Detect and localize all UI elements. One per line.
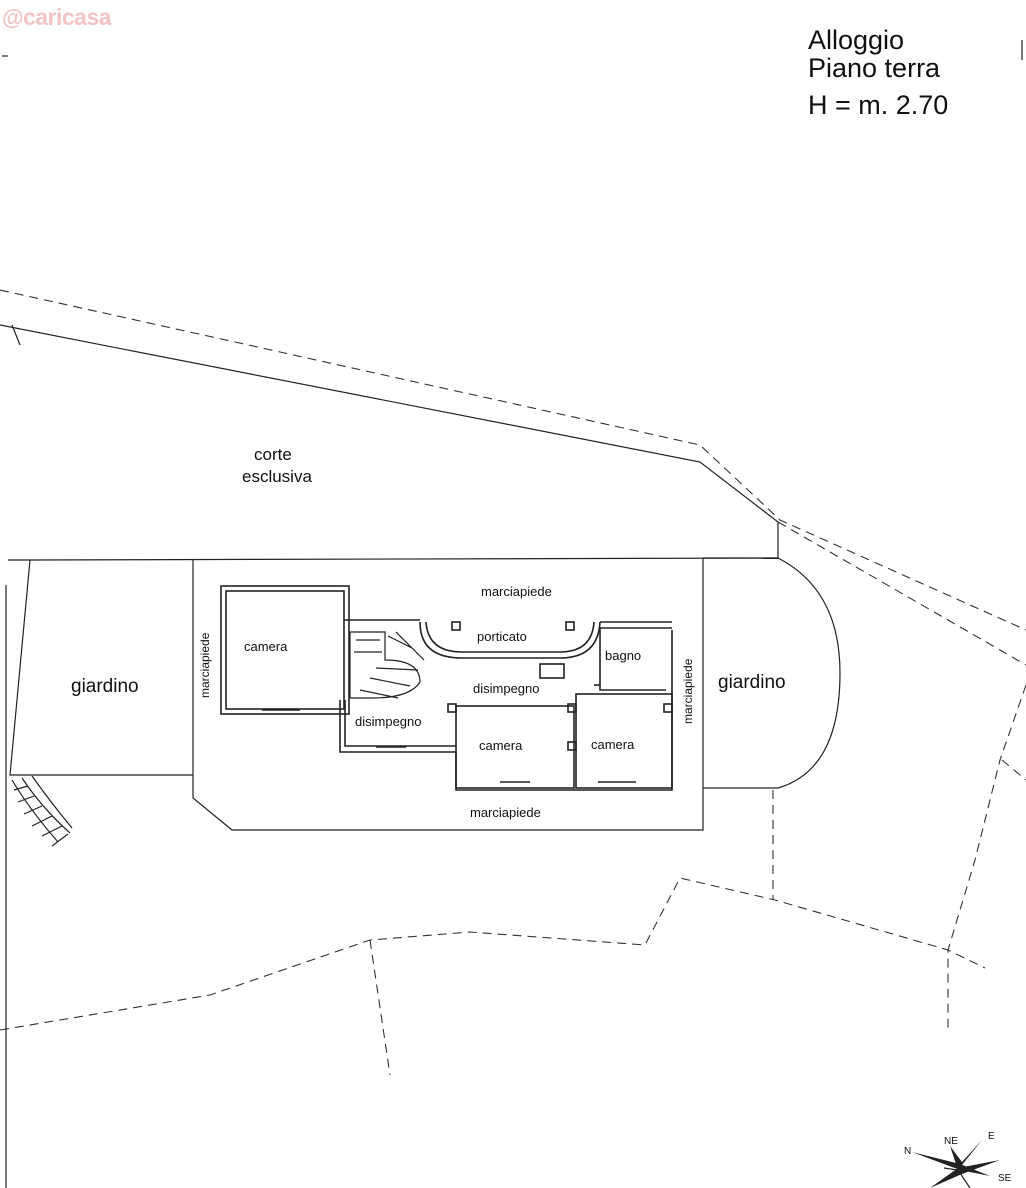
caricasa-logo: @caricasa: [2, 4, 112, 31]
boundary-line: [1001, 759, 1026, 781]
compass-se: SE: [998, 1173, 1012, 1184]
label-marciapiede-bottom: marciapiede: [470, 805, 541, 820]
title-line-2: Piano terra: [808, 53, 941, 83]
label-giardino-left: giardino: [71, 676, 139, 697]
room-bagno: [599, 628, 666, 691]
wall: [344, 700, 456, 747]
sidewalk-outline: [192, 558, 704, 831]
pillar: [567, 703, 577, 713]
logo-text: caricasa: [22, 4, 112, 30]
boundary-line: [0, 324, 779, 558]
garden-right-boundary: [703, 557, 841, 789]
label-camera-middle: camera: [479, 738, 523, 753]
paver-path: [31, 775, 73, 829]
title-line-3: H = m. 2.70: [808, 90, 949, 120]
fixture: [539, 663, 565, 679]
boundary-line: [0, 877, 986, 1031]
label-marciapiede-top: marciapiede: [481, 584, 552, 599]
label-disimpegno-lower: disimpegno: [355, 714, 422, 729]
room-camera-middle: [455, 705, 575, 789]
compass-n: N: [904, 1146, 911, 1157]
boundary-line: [947, 684, 1026, 1030]
room-camera-left-inner: [225, 590, 345, 710]
garden-left-enclosure: [8, 559, 193, 776]
label-giardino-right: giardino: [718, 672, 786, 693]
title-block: Alloggio Piano terra H = m. 2.70: [808, 26, 948, 119]
pillar: [565, 621, 575, 631]
pillar: [567, 741, 577, 751]
stair-steps: [354, 631, 425, 699]
boundary-line: [0, 289, 1026, 631]
paver-path: [21, 777, 71, 834]
paver-path: [11, 779, 59, 843]
boundary-line: [777, 521, 1026, 666]
label-camera-right: camera: [591, 737, 635, 752]
label-disimpegno-upper: disimpegno: [473, 681, 540, 696]
label-bagno: bagno: [605, 648, 641, 663]
label-marciapiede-right: marciapiede: [681, 658, 695, 724]
garden-top-line: [29, 557, 779, 561]
pillar: [451, 621, 461, 631]
label-marciapiede-left: marciapiede: [198, 632, 212, 698]
room-camera-left: [220, 585, 350, 715]
paver-joints: [13, 785, 69, 847]
porticato-arc-inner: [425, 621, 595, 653]
staircase: [349, 631, 421, 699]
compass-ne: NE: [944, 1136, 958, 1147]
edge-tick: [11, 324, 21, 346]
label-esclusiva: esclusiva: [242, 467, 312, 486]
porticato-arc: [419, 621, 601, 659]
compass-e: E: [988, 1131, 995, 1142]
boundary-line: [369, 939, 391, 1076]
label-corte: corte: [254, 445, 292, 464]
label-porticato: porticato: [477, 629, 527, 644]
room-camera-right: [575, 693, 673, 789]
title-line-1: Alloggio: [808, 25, 905, 55]
compass-rose-icon: N NE E SE: [904, 1131, 1012, 1188]
pillar: [447, 703, 457, 713]
pillar: [663, 703, 673, 713]
logo-at-icon: @: [2, 5, 23, 30]
label-camera-left: camera: [244, 639, 288, 654]
